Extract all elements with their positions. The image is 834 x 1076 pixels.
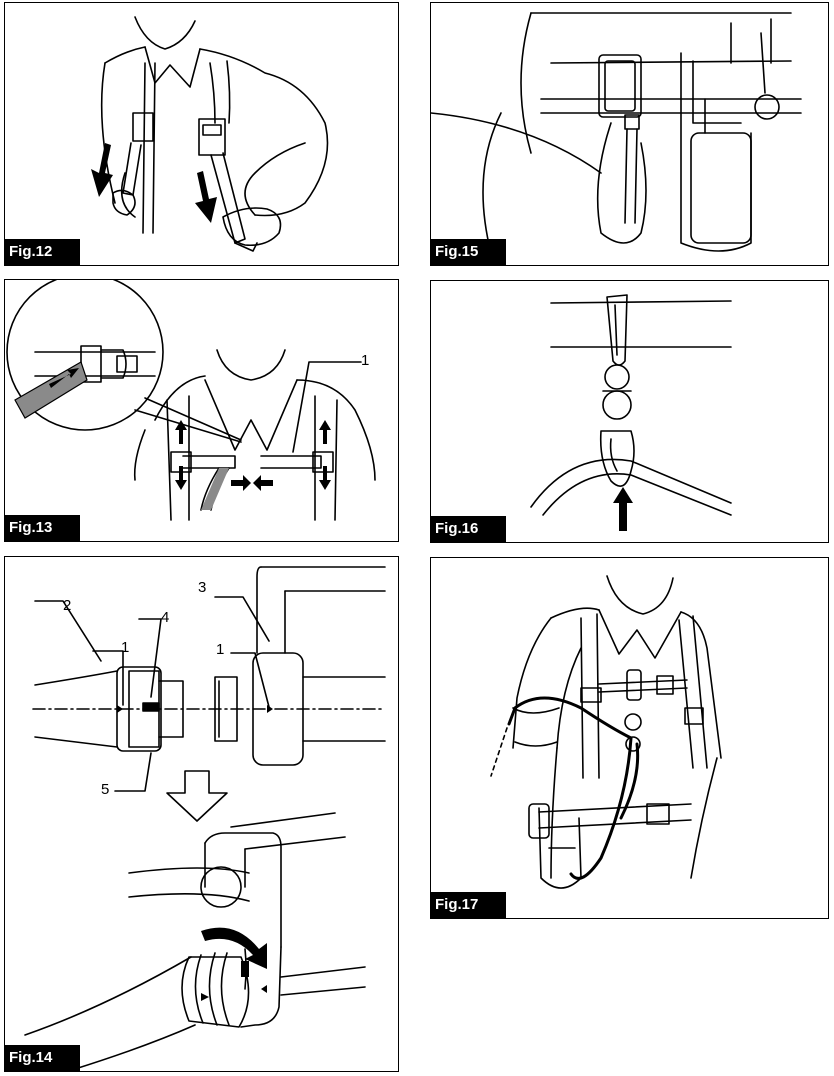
fig13-illustration-chest-strap xyxy=(6,280,376,521)
figure-13-panel: 1 Fig.13 xyxy=(4,279,399,542)
fig14-callout-2: 2 xyxy=(63,597,72,614)
fig12-label: Fig.12 xyxy=(5,239,81,265)
fig15-illustration-belt-hose-holder xyxy=(431,12,802,254)
fig14-callout-3: 3 xyxy=(198,579,207,596)
fig16-illustration-carabiner-hook xyxy=(530,294,732,531)
fig13-callout-1: 1 xyxy=(361,352,370,369)
fig14-label: Fig.14 xyxy=(5,1045,81,1071)
fig13-label: Fig.13 xyxy=(5,515,81,541)
figure-15-panel: Fig.15 xyxy=(430,2,829,266)
fig14-callout-1-left: 1 xyxy=(121,639,130,656)
figure-12-panel: Fig.12 xyxy=(4,2,399,266)
fig16-label: Fig.16 xyxy=(431,516,507,542)
figure-17-panel: Fig.17 xyxy=(430,557,829,919)
fig14-callout-5: 5 xyxy=(101,781,110,798)
fig17-label: Fig.17 xyxy=(431,892,507,918)
figure-16-panel: Fig.16 xyxy=(430,280,829,543)
fig17-illustration-harness-worn xyxy=(490,575,722,889)
fig15-label: Fig.15 xyxy=(431,239,507,265)
figure-14-panel: 2 1 4 3 1 5 Fig.14 xyxy=(4,556,399,1072)
fig12-illustration-shoulder-straps xyxy=(91,16,329,252)
fig14-callout-1-right: 1 xyxy=(216,641,225,658)
fig14-callout-4: 4 xyxy=(161,609,170,626)
fig14-illustration-connection xyxy=(24,566,386,1070)
